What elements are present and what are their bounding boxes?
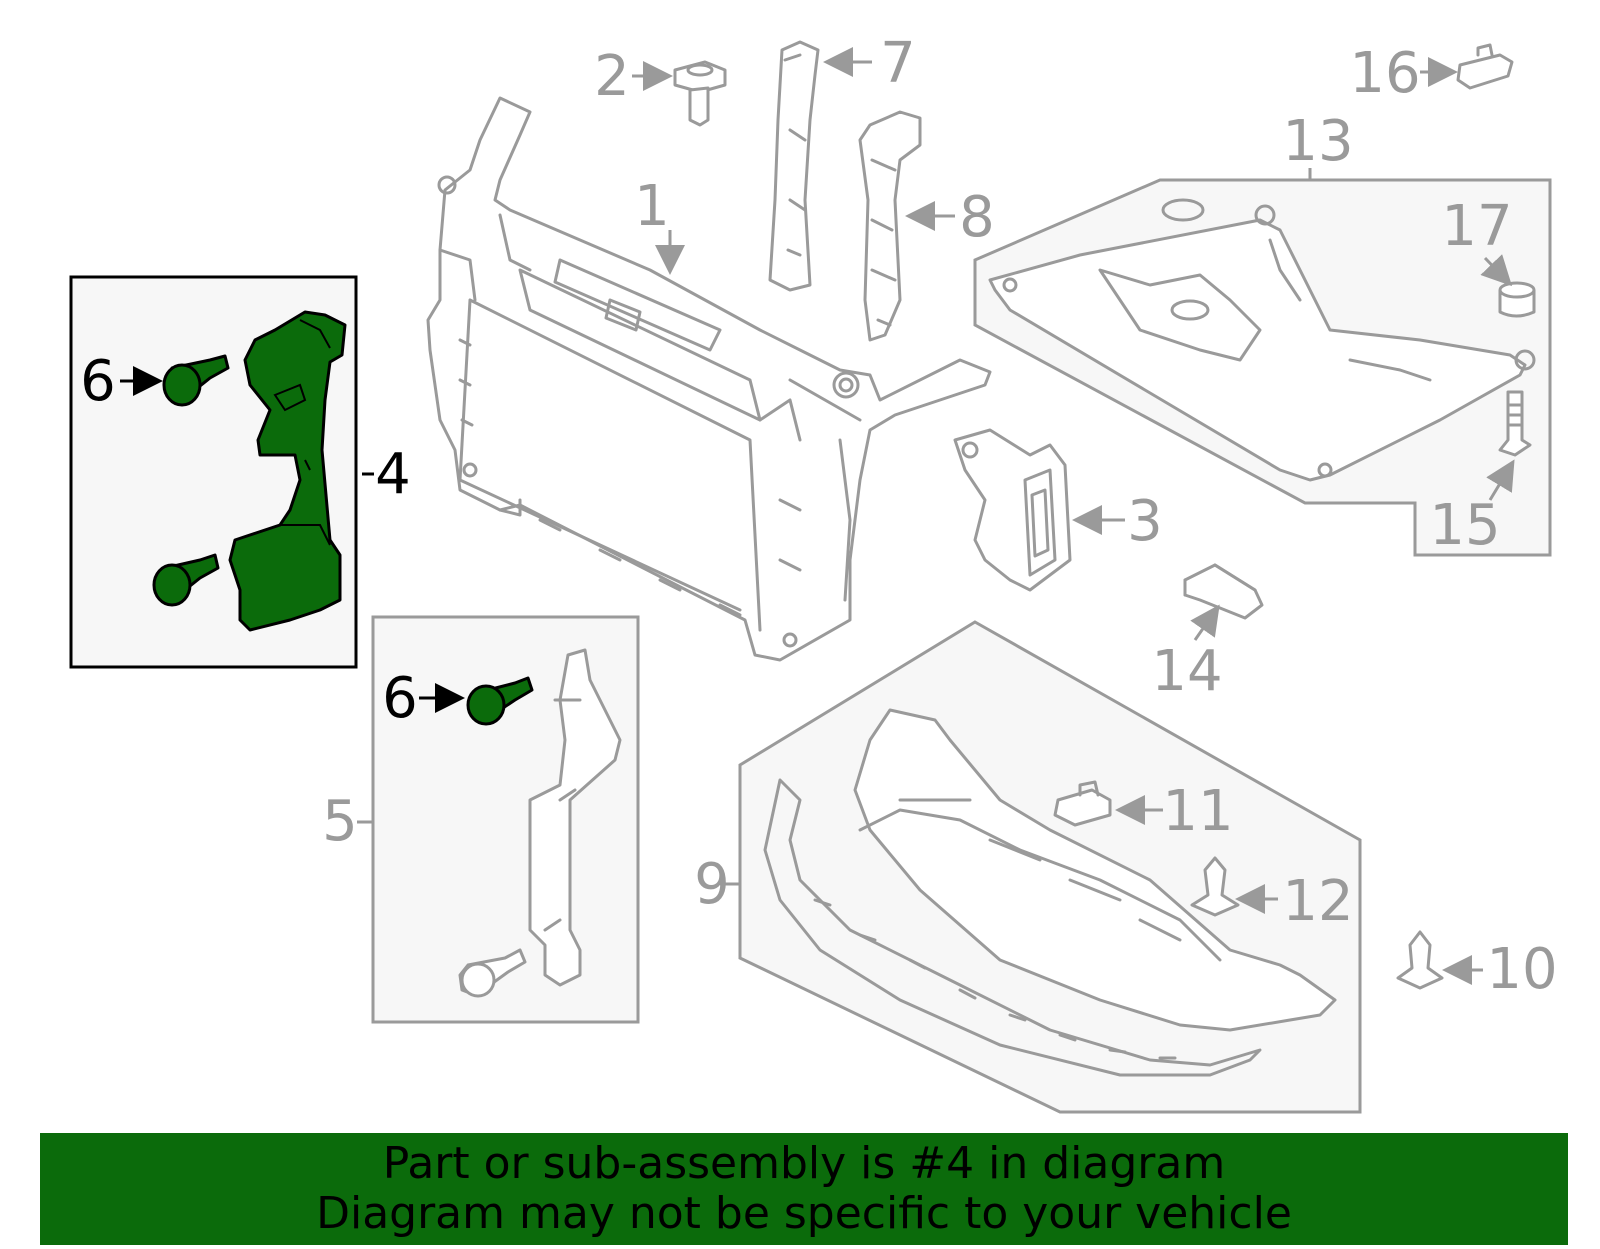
leader-lines <box>120 47 1515 985</box>
callout-16: 16 <box>1349 41 1420 106</box>
callout-labels: 1 2 3 4 5 6 6 7 8 9 10 11 12 13 14 15 16… <box>80 31 1557 1002</box>
callout-9: 9 <box>694 852 730 917</box>
callout-8: 8 <box>959 185 995 250</box>
panel-part-9 <box>738 620 1362 1114</box>
module-part-14 <box>1183 563 1264 620</box>
panel-part-5 <box>371 615 640 1024</box>
callout-6-panel5: 6 <box>382 666 418 731</box>
clip-part-11 <box>1053 780 1112 827</box>
bolt-part-2 <box>673 60 727 127</box>
radiator-support-frame <box>426 96 992 662</box>
callout-17: 17 <box>1441 194 1512 259</box>
callout-15: 15 <box>1429 493 1500 558</box>
callout-7: 7 <box>880 31 916 96</box>
bracket-part-7 <box>768 40 820 292</box>
clip-part-6-upper-head <box>162 363 202 407</box>
callout-14: 14 <box>1151 639 1222 704</box>
banner-line-2: Diagram may not be specific to your vehi… <box>316 1188 1292 1239</box>
callout-13: 13 <box>1282 109 1353 174</box>
clip-part-6-lower-head <box>152 563 192 607</box>
clip-part-16 <box>1456 43 1514 90</box>
panel-part-13 <box>973 178 1552 557</box>
push-pin-part-10 <box>1396 930 1444 990</box>
info-banner: Part or sub-assembly is #4 in diagram Di… <box>40 1133 1568 1245</box>
callout-3: 3 <box>1127 489 1163 554</box>
air-guide-part-4 <box>228 310 347 632</box>
banner-line-1: Part or sub-assembly is #4 in diagram <box>382 1138 1226 1189</box>
callout-5: 5 <box>322 789 358 854</box>
callout-11: 11 <box>1162 779 1233 844</box>
bracket-part-8 <box>858 110 922 342</box>
mount-bracket-part-3 <box>953 428 1072 592</box>
panel-part-4 <box>69 275 534 726</box>
callout-12: 12 <box>1282 869 1353 934</box>
clip-part-6-panel5-head <box>466 684 506 726</box>
callout-4: 4 <box>375 442 411 507</box>
callout-6-panel4: 6 <box>80 349 116 414</box>
grommet-part-17 <box>1498 281 1536 318</box>
callout-2: 2 <box>594 44 630 109</box>
callout-10: 10 <box>1486 937 1557 1002</box>
callout-1: 1 <box>634 174 670 239</box>
stud-part-15 <box>1498 390 1532 457</box>
